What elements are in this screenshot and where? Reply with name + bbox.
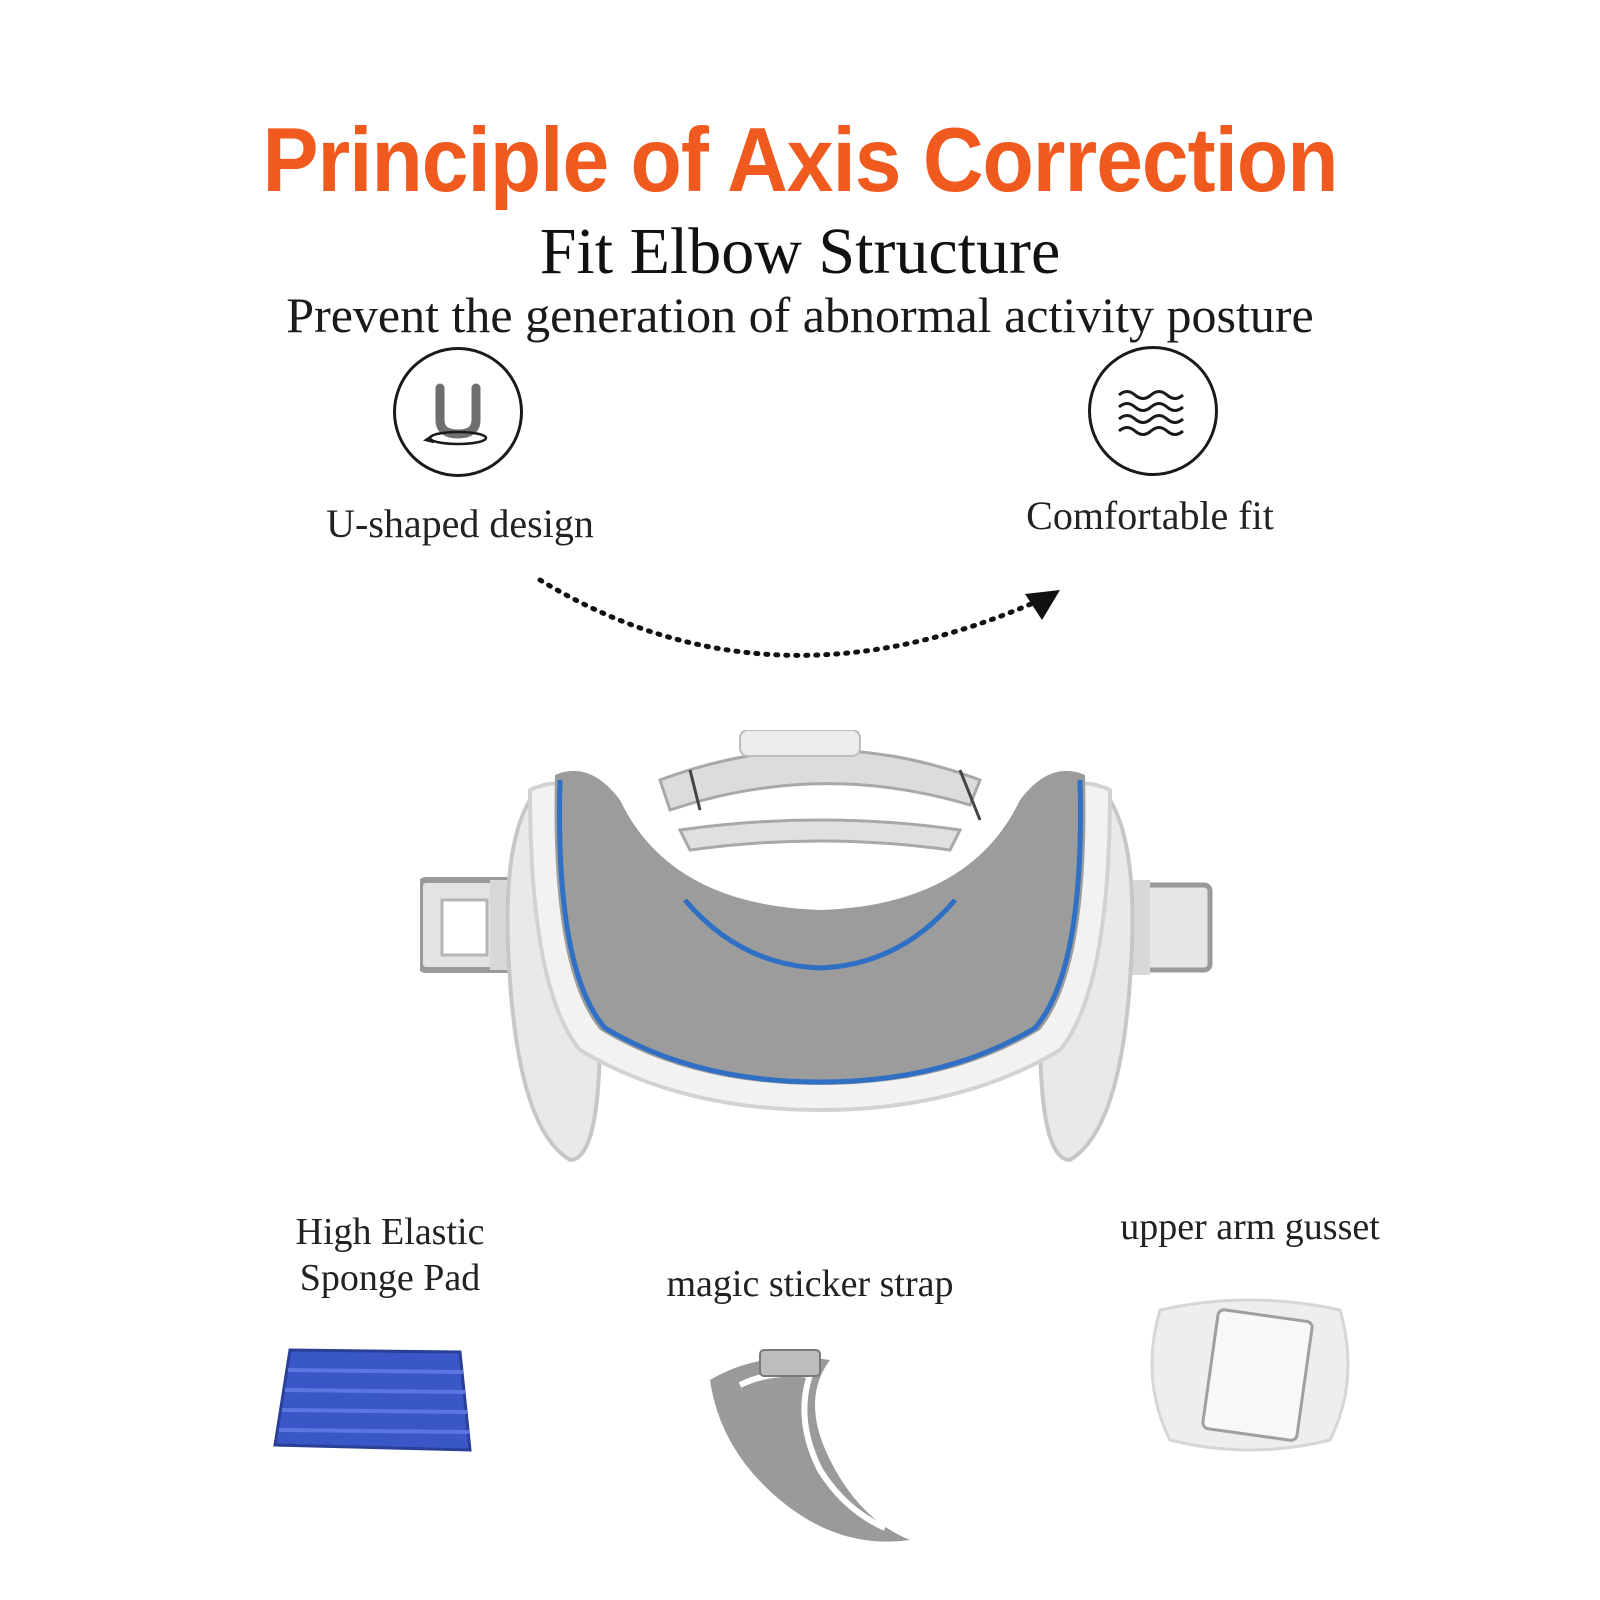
part-label-upper-arm-gusset: upper arm gusset: [1120, 1206, 1380, 1248]
u-shape-icon: [393, 347, 523, 477]
feature-label-comfortable-fit: Comfortable fit: [1026, 493, 1274, 538]
waves-icon: [1088, 346, 1218, 476]
arm-gusset-image: [1140, 1290, 1360, 1460]
part-label-sponge-pad-line2: Sponge Pad: [299, 1256, 481, 1299]
part-label-sponge-pad-line1: High Elastic: [295, 1211, 485, 1253]
part-label-magic-sticker-strap: magic sticker strap: [666, 1263, 954, 1305]
dotted-arrow: [520, 560, 1080, 700]
page-subtitle: Fit Elbow Structure: [539, 215, 1061, 288]
feature-label-u-shaped: U-shaped design: [326, 501, 594, 546]
magic-strap-image: [700, 1340, 930, 1550]
elbow-brace-image: [420, 730, 1220, 1190]
page-tagline: Prevent the generation of abnormal activ…: [286, 287, 1314, 343]
page-title: Principle of Axis Correction: [262, 109, 1338, 211]
sponge-pad-image: [270, 1340, 480, 1460]
part-label-sponge-pad: High Elastic Sponge Pad: [240, 1210, 540, 1301]
